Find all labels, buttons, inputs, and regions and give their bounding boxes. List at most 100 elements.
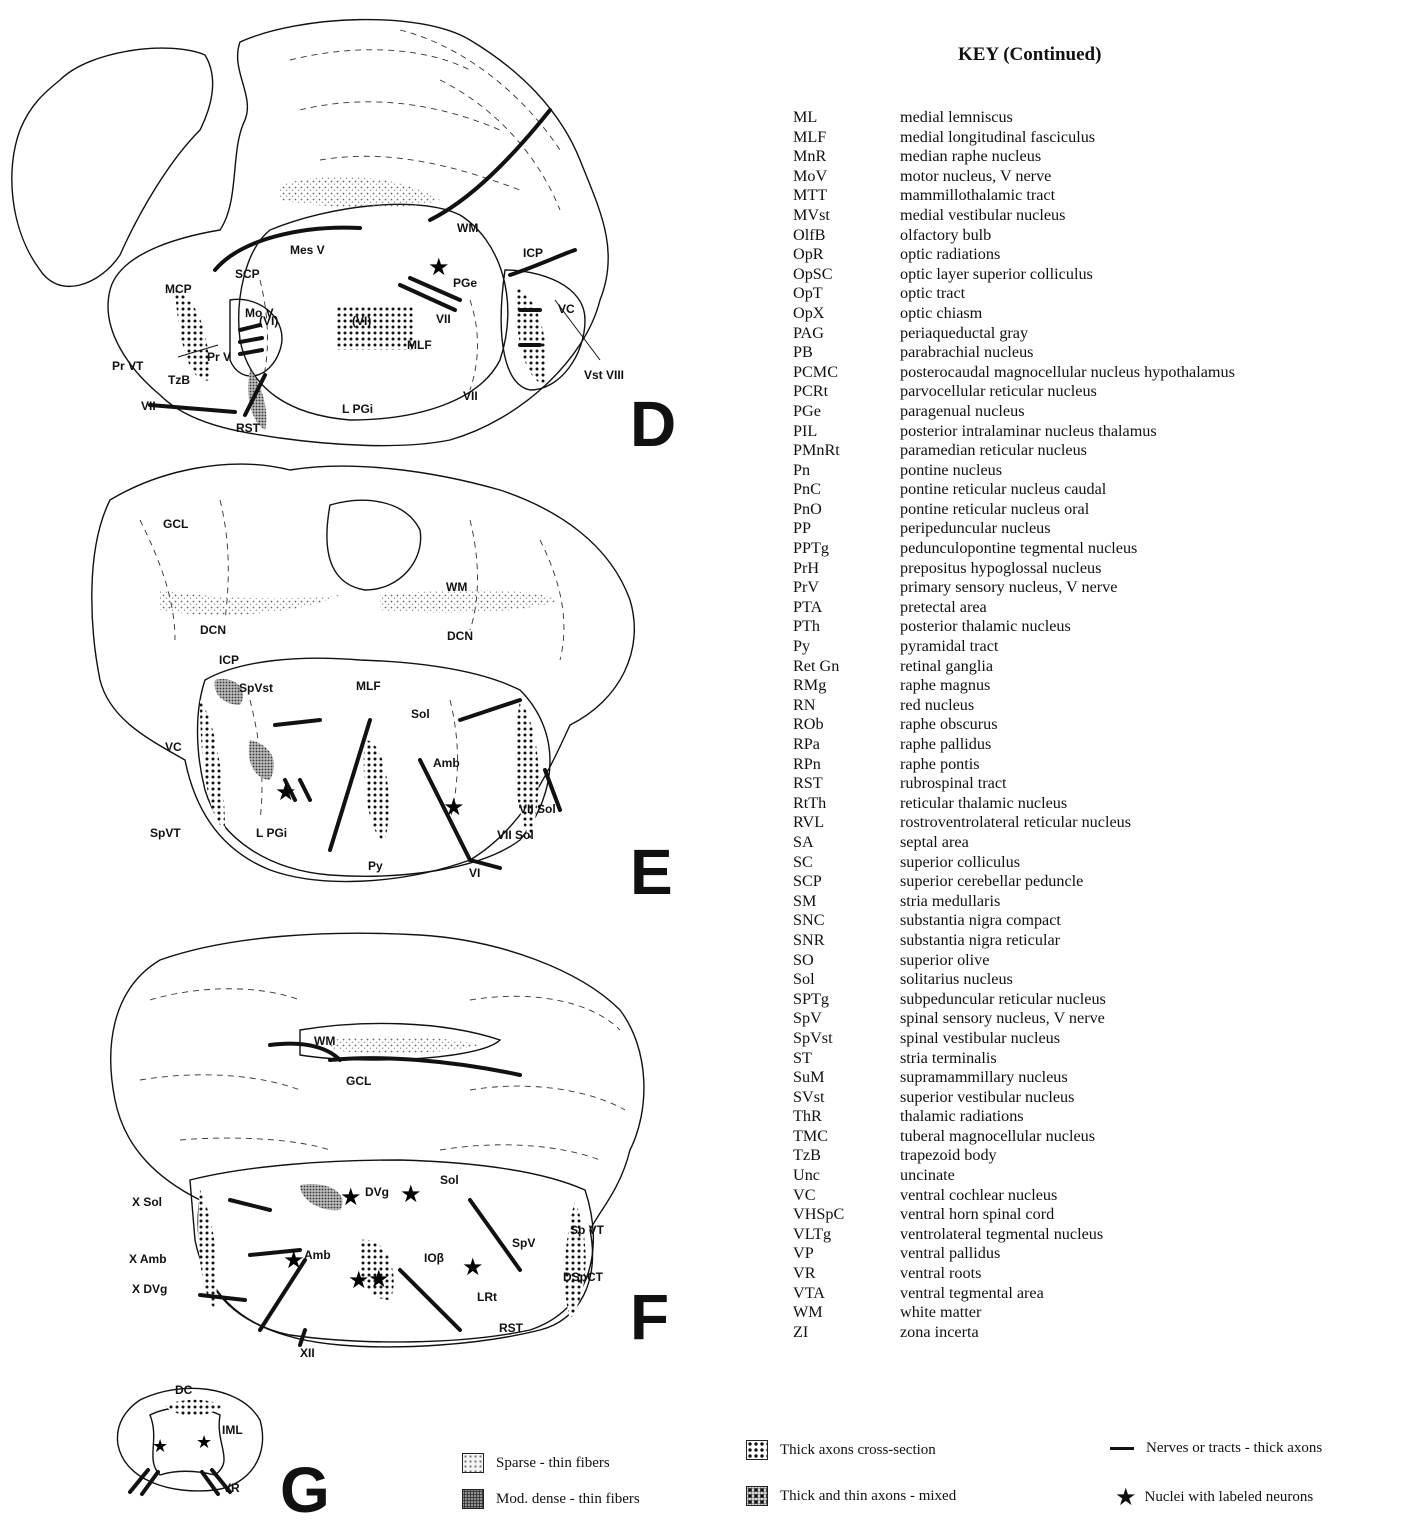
key-description: spinal vestibular nucleus: [900, 1029, 1235, 1049]
key-row: SuMsupramammillary nucleus: [793, 1068, 1235, 1088]
structure-label: ICP: [523, 246, 543, 260]
key-row: SMstria medullaris: [793, 892, 1235, 912]
panel-letter-g: G: [280, 1458, 330, 1522]
key-abbreviation: PTA: [793, 598, 900, 618]
key-abbreviation: ROb: [793, 715, 900, 735]
key-description: stria medullaris: [900, 892, 1235, 912]
thick-thin-mixed-swatch: [746, 1486, 768, 1506]
key-abbreviation: PIL: [793, 422, 900, 442]
legend-sparse: Sparse - thin fibers: [462, 1453, 610, 1473]
legend-thick-cross-label: Thick axons cross-section: [780, 1442, 936, 1459]
key-row: SNRsubstantia nigra reticular: [793, 931, 1235, 951]
key-abbreviation: RST: [793, 774, 900, 794]
key-description: posterior intralaminar nucleus thalamus: [900, 422, 1235, 442]
key-description: superior colliculus: [900, 853, 1235, 873]
key-abbreviation: SO: [793, 951, 900, 971]
brainstem-sections-drawing: ★ WMICPSCPMes VPGeMCPVC(VI)(VI)VIIMo VML…: [0, 0, 720, 1519]
key-abbreviation: OlfB: [793, 226, 900, 246]
legend-thick-thin-mixed: Thick and thin axons - mixed: [746, 1486, 956, 1506]
key-row: Pnpontine nucleus: [793, 461, 1235, 481]
panel-d-tracts: [150, 110, 575, 415]
structure-label: VII: [436, 312, 451, 326]
key-row: VRventral roots: [793, 1264, 1235, 1284]
key-description: motor nucleus, V nerve: [900, 167, 1235, 187]
key-abbreviation: VTA: [793, 1284, 900, 1304]
key-row: WMwhite matter: [793, 1303, 1235, 1323]
key-description: pyramidal tract: [900, 637, 1235, 657]
key-abbreviation: ML: [793, 108, 900, 128]
key-abbreviation: VP: [793, 1244, 900, 1264]
key-description: pretectal area: [900, 598, 1235, 618]
structure-label: VII Sol: [519, 802, 556, 816]
structure-label: X Sol: [132, 1195, 162, 1209]
key-description: ventral horn spinal cord: [900, 1205, 1235, 1225]
legend-nerves: Nerves or tracts - thick axons: [1110, 1440, 1322, 1457]
key-description: septal area: [900, 833, 1235, 853]
key-abbreviation: OpR: [793, 245, 900, 265]
key-row: PCRtparvocellular reticular nucleus: [793, 382, 1235, 402]
key-row: OpXoptic chiasm: [793, 304, 1235, 324]
key-abbreviation: VC: [793, 1186, 900, 1206]
key-description: superior cerebellar peduncle: [900, 872, 1235, 892]
structure-label: VC: [165, 740, 182, 754]
structure-label: (VI): [352, 314, 371, 328]
key-abbreviation: OpSC: [793, 265, 900, 285]
key-abbreviation: Sol: [793, 970, 900, 990]
key-row: SPTgsubpeduncular reticular nucleus: [793, 990, 1235, 1010]
key-description: medial longitudinal fasciculus: [900, 128, 1235, 148]
panel-f-star-3: ★: [283, 1246, 305, 1274]
panel-d-outline: [12, 20, 608, 446]
key-description: raphe pallidus: [900, 735, 1235, 755]
key-abbreviation: RMg: [793, 676, 900, 696]
key-description: mammillothalamic tract: [900, 186, 1235, 206]
key-abbreviation: VHSpC: [793, 1205, 900, 1225]
key-description: pedunculopontine tegmental nucleus: [900, 539, 1235, 559]
key-abbreviation: PB: [793, 343, 900, 363]
key-description: periaqueductal gray: [900, 324, 1235, 344]
key-abbreviation: ZI: [793, 1323, 900, 1343]
key-description: pontine reticular nucleus oral: [900, 500, 1235, 520]
structure-label: GCL: [163, 517, 188, 531]
structure-label: L PGi: [342, 402, 373, 416]
structure-label: DCN: [447, 629, 473, 643]
key-description: olfactory bulb: [900, 226, 1235, 246]
key-row: VHSpCventral horn spinal cord: [793, 1205, 1235, 1225]
key-description: ventral tegmental area: [900, 1284, 1235, 1304]
key-description: superior vestibular nucleus: [900, 1088, 1235, 1108]
key-description: supramammillary nucleus: [900, 1068, 1235, 1088]
panel-f-fills: [198, 1037, 586, 1320]
structure-label: Pr V: [207, 350, 231, 364]
key-row: Solsolitarius nucleus: [793, 970, 1235, 990]
panel-letter-f: F: [630, 1285, 669, 1349]
key-description: retinal ganglia: [900, 657, 1235, 677]
sparse-swatch: [462, 1453, 484, 1473]
key-description: ventral cochlear nucleus: [900, 1186, 1235, 1206]
key-row: MVstmedial vestibular nucleus: [793, 206, 1235, 226]
structure-label: MCP: [165, 282, 192, 296]
key-abbreviation: Py: [793, 637, 900, 657]
structure-label: L PGi: [256, 826, 287, 840]
structure-label: Sol: [440, 1173, 459, 1187]
key-row: PAGperiaqueductal gray: [793, 324, 1235, 344]
key-row: PGeparagenual nucleus: [793, 402, 1235, 422]
key-row: PThposterior thalamic nucleus: [793, 617, 1235, 637]
key-abbreviation: SNR: [793, 931, 900, 951]
key-description: red nucleus: [900, 696, 1235, 716]
structure-label: IOβ: [424, 1251, 444, 1265]
key-description: raphe pontis: [900, 755, 1235, 775]
key-abbreviation: PCMC: [793, 363, 900, 383]
key-description: ventral roots: [900, 1264, 1235, 1284]
key-description: rubrospinal tract: [900, 774, 1235, 794]
structure-label: MLF: [356, 679, 381, 693]
